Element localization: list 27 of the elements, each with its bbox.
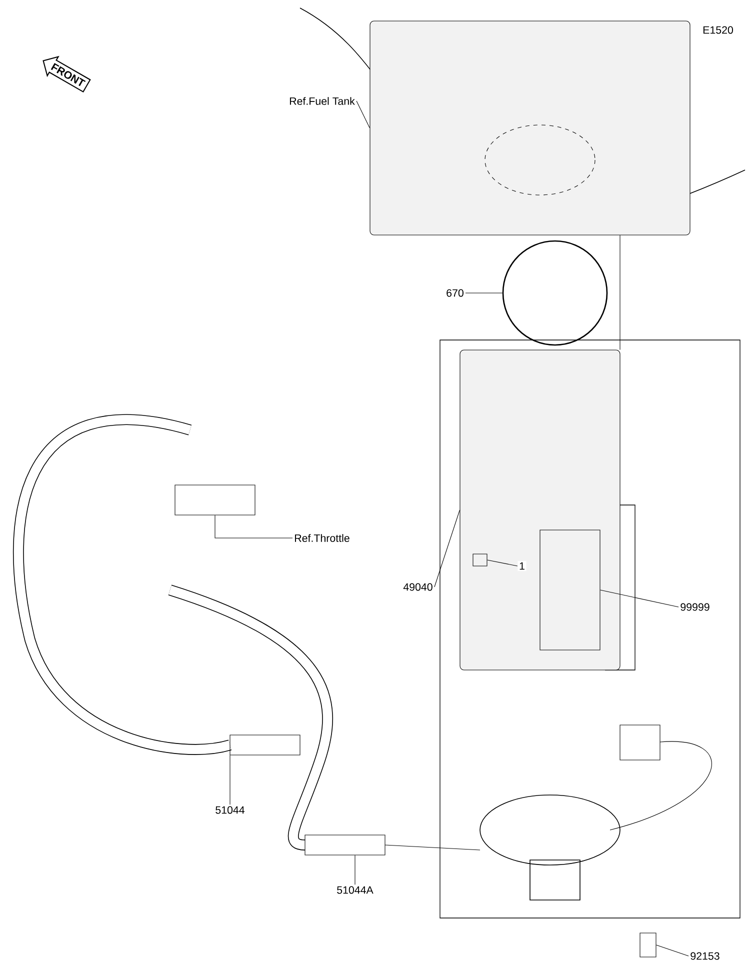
callout-number: 99999 [678, 602, 712, 612]
part-drawing [230, 734, 300, 756]
drawing-number: E1520 [703, 26, 734, 34]
callout-number: 670 [444, 288, 466, 298]
leader-line [656, 944, 689, 956]
part-drawing [370, 20, 690, 236]
leader-line [434, 510, 460, 588]
leader-line [600, 590, 679, 608]
callout-number: Ref.Fuel Tank [288, 96, 356, 106]
part-drawing [540, 530, 600, 650]
leader-line [354, 855, 356, 885]
leader-line [214, 515, 293, 538]
part-drawing [304, 834, 386, 856]
part-drawing [174, 484, 256, 516]
leader-line [487, 560, 518, 566]
leader-line [356, 100, 370, 128]
callout-number: Ref.Throttle [292, 532, 352, 544]
callout-number: 51044 [214, 804, 246, 816]
leader-line [465, 292, 503, 294]
part-drawing [460, 350, 620, 670]
part-drawing [502, 240, 608, 346]
callout-number: 51044A [335, 884, 375, 896]
part-drawing [472, 554, 488, 566]
callout-number: 49040 [402, 582, 434, 592]
part-drawing [640, 932, 656, 958]
callout-number: 92153 [688, 950, 722, 962]
callout-number: 1 [518, 561, 526, 571]
